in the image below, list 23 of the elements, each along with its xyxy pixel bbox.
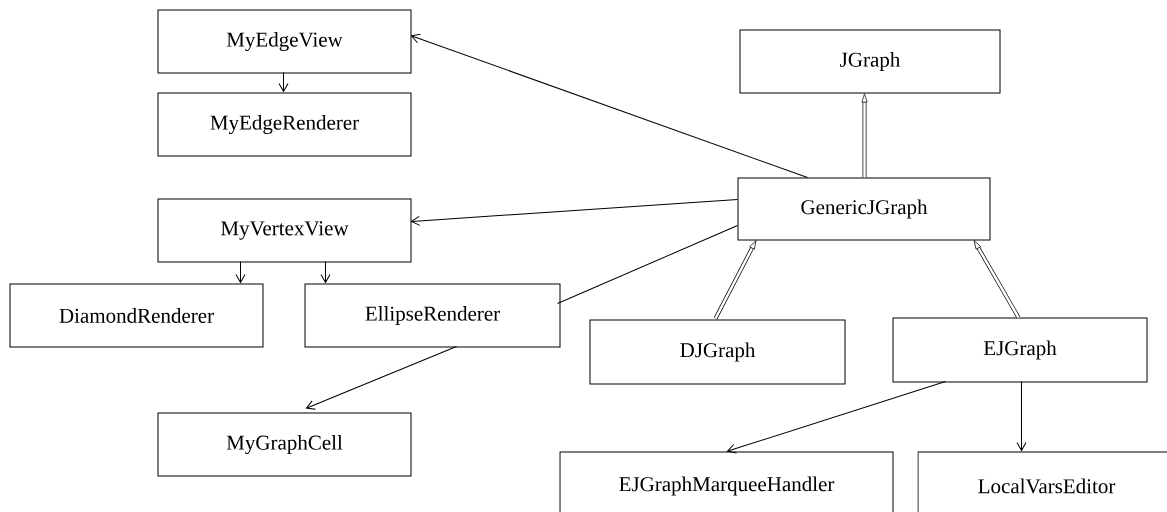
class-box: LocalVarsEditor [917, 451, 1167, 512]
class-box: MyEdgeView [157, 9, 412, 74]
class-box: EJGraphMarqueeHandler [559, 451, 894, 512]
arrow [410, 33, 808, 178]
class-box: GenericJGraph [737, 177, 991, 241]
arrow [713, 240, 757, 320]
class-box: JGraph [739, 29, 1001, 94]
arrow [973, 240, 1021, 319]
class-box: MyVertexView [157, 198, 412, 263]
arrow [1016, 381, 1027, 451]
class-box: EllipseRenderer [304, 283, 561, 348]
class-box: MyGraphCell [157, 412, 412, 477]
arrow [305, 346, 457, 410]
arrow [235, 261, 246, 283]
arrow [411, 199, 738, 226]
arrow [727, 381, 946, 454]
class-box: DiamondRenderer [9, 283, 264, 348]
arrow [861, 93, 868, 178]
class-box: EJGraph [892, 317, 1148, 383]
arrow [320, 261, 331, 283]
class-box: DJGraph [589, 319, 846, 385]
arrow [278, 72, 289, 92]
class-box: MyEdgeRenderer [157, 92, 412, 157]
